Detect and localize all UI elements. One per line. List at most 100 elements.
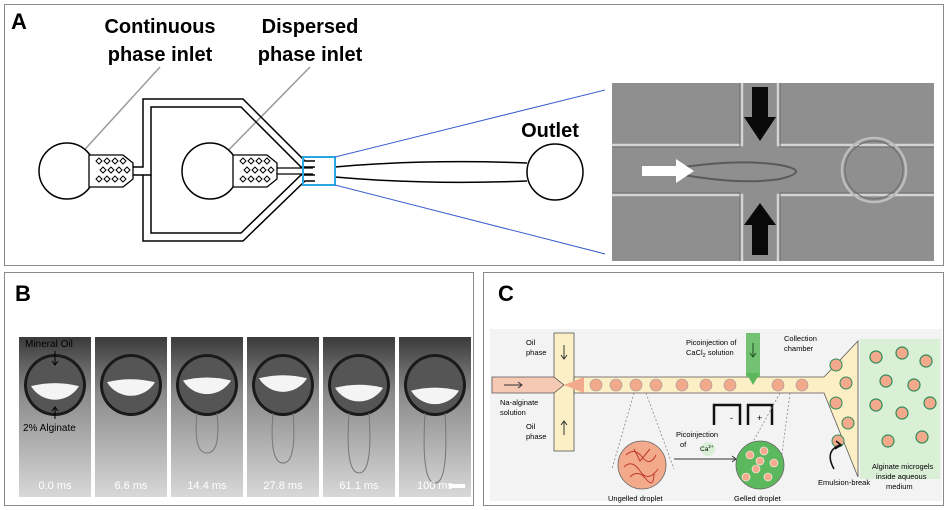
- mineral-oil-arrow-icon: [51, 351, 59, 366]
- ungelled-zoom-lines: [611, 392, 675, 470]
- alginate-phase: [107, 379, 155, 396]
- micrograph-channels: [612, 83, 934, 261]
- electrode-left: [712, 403, 742, 425]
- outlet-channel-bottom: [334, 176, 528, 184]
- black-arrow-down-icon: [744, 87, 776, 141]
- alginate-phase: [335, 384, 383, 402]
- continuous-channel-outer: [133, 98, 315, 168]
- timestamp-label: 0.0 ms: [38, 480, 72, 492]
- timelapse-frame: 100 ms: [399, 337, 471, 497]
- dispersed-label-line1: Dispersed: [262, 16, 359, 38]
- timelapse-frame: 27.8 ms: [247, 337, 319, 497]
- continuous-channel-inner-bottom: [150, 174, 315, 234]
- timestamp-label: 27.8 ms: [263, 480, 303, 492]
- emulsion-break-arrow-icon: [829, 440, 843, 470]
- timelapse-frame: 6.6 ms: [95, 337, 167, 497]
- zoom-line-top: [334, 89, 605, 158]
- cacl2-arrow-icon: [749, 343, 757, 358]
- picoinjection-ca-label-1: Picoinjection: [676, 430, 718, 439]
- microgel: [895, 406, 909, 420]
- picoinjection-cacl2-label-1: Picoinjection of: [686, 338, 737, 347]
- continuous-inlet-circle: [38, 142, 96, 200]
- picoinjection-ca-label-2: of: [680, 440, 687, 449]
- channel-droplet: [795, 378, 809, 392]
- alginate-phase: [31, 383, 79, 400]
- dispersed-channel: [277, 167, 313, 175]
- gelled-label: Gelled droplet: [734, 494, 782, 503]
- droplet-tail: [423, 412, 447, 484]
- gel-bead: [763, 472, 773, 482]
- droplet-tail: [271, 412, 295, 464]
- gel-bead: [759, 446, 769, 456]
- chamber-droplet: [839, 376, 853, 390]
- panel-c: C - + Oil phase Na-alginate solution Oil: [483, 272, 944, 506]
- droplet-timelapse: 0.0 ms 6.6 ms 14.4 ms 27.8 ms 61.1 ms 100 ms M…: [19, 337, 471, 497]
- gel-bead: [741, 472, 751, 482]
- alginate-arrow-icon: [504, 381, 523, 389]
- channel-droplet: [675, 378, 689, 392]
- emulsion-break-label: Emulsion-break: [818, 478, 870, 487]
- mineral-oil-label: Mineral Oil: [25, 339, 73, 350]
- collection-label-2: chamber: [784, 344, 814, 353]
- alginate-label: 2% Alginate: [23, 423, 76, 434]
- microgel: [881, 434, 895, 448]
- picoinjection-cacl2-label-2: CaCl2 solution: [686, 348, 734, 359]
- microgel: [869, 398, 883, 412]
- microgel: [915, 430, 929, 444]
- electrode-minus-label: -: [730, 413, 733, 423]
- ca-arrow-icon: [674, 455, 737, 463]
- microgel: [895, 346, 909, 360]
- oil-arrow-down-icon: [560, 345, 568, 360]
- microgel: [919, 354, 933, 368]
- main-channel: [573, 339, 859, 478]
- channel-droplet: [609, 378, 623, 392]
- microgels-label-3: medium: [886, 482, 913, 491]
- panel-a: A Continuous phase inlet Dispersed phase…: [4, 4, 944, 266]
- oil-phase-bottom-label-2: phase: [526, 432, 546, 441]
- scale-bar: [449, 484, 465, 488]
- micrograph-droplet: [683, 161, 797, 183]
- outlet-label: Outlet: [521, 120, 579, 142]
- oil-phase-bottom-label-1: Oil: [526, 422, 536, 431]
- timelapse-frame: 14.4 ms: [171, 337, 243, 497]
- white-arrow-icon: [642, 159, 694, 183]
- timestamp-label: 100 ms: [417, 480, 454, 492]
- ungelled-label: Ungelled droplet: [608, 494, 664, 503]
- chamber-droplet: [829, 396, 843, 410]
- channel-droplet: [589, 378, 603, 392]
- na-alginate-label-2: solution: [500, 408, 526, 417]
- oil-phase-top-label-2: phase: [526, 348, 546, 357]
- droplet-tail: [195, 412, 219, 454]
- junction-zoom-box: [302, 156, 336, 186]
- electrode-right: [746, 403, 774, 425]
- zoom-line-bottom: [334, 184, 605, 255]
- gel-bead: [745, 450, 755, 460]
- alginate-phase: [259, 375, 307, 392]
- alginate-phase: [183, 377, 231, 395]
- gel-bead: [755, 456, 765, 466]
- oil-droplet: [407, 357, 463, 413]
- channel-droplet: [699, 378, 713, 392]
- dispersed-filter: [232, 154, 278, 188]
- oil-phase-top-label-1: Oil: [526, 338, 536, 347]
- ca-ion-label: Ca2+: [700, 444, 714, 453]
- microgels-label-1: Alginate microgels: [872, 462, 934, 471]
- microgel: [923, 396, 937, 410]
- alginate-channel: [491, 376, 565, 394]
- continuous-label-line1: Continuous: [104, 16, 215, 38]
- junction-micrograph: [612, 83, 934, 261]
- outlet-channel-top: [334, 160, 528, 168]
- gel-bead: [751, 464, 761, 474]
- gelation-schematic: - + Oil phase Na-alginate solution Oil p…: [490, 329, 942, 503]
- collection-label-1: Collection: [784, 334, 817, 343]
- channel-droplet: [723, 378, 737, 392]
- chamber-droplet: [829, 358, 843, 372]
- timestamp-label: 61.1 ms: [339, 480, 379, 492]
- panel-b-letter: B: [15, 281, 31, 306]
- timestamp-label: 14.4 ms: [187, 480, 227, 492]
- oil-arrow-up-icon: [560, 420, 568, 435]
- dispersed-label-line2: phase inlet: [258, 44, 363, 66]
- continuous-filter-pattern: [95, 157, 131, 183]
- alginate-phase: [411, 387, 459, 405]
- channel-droplet: [629, 378, 643, 392]
